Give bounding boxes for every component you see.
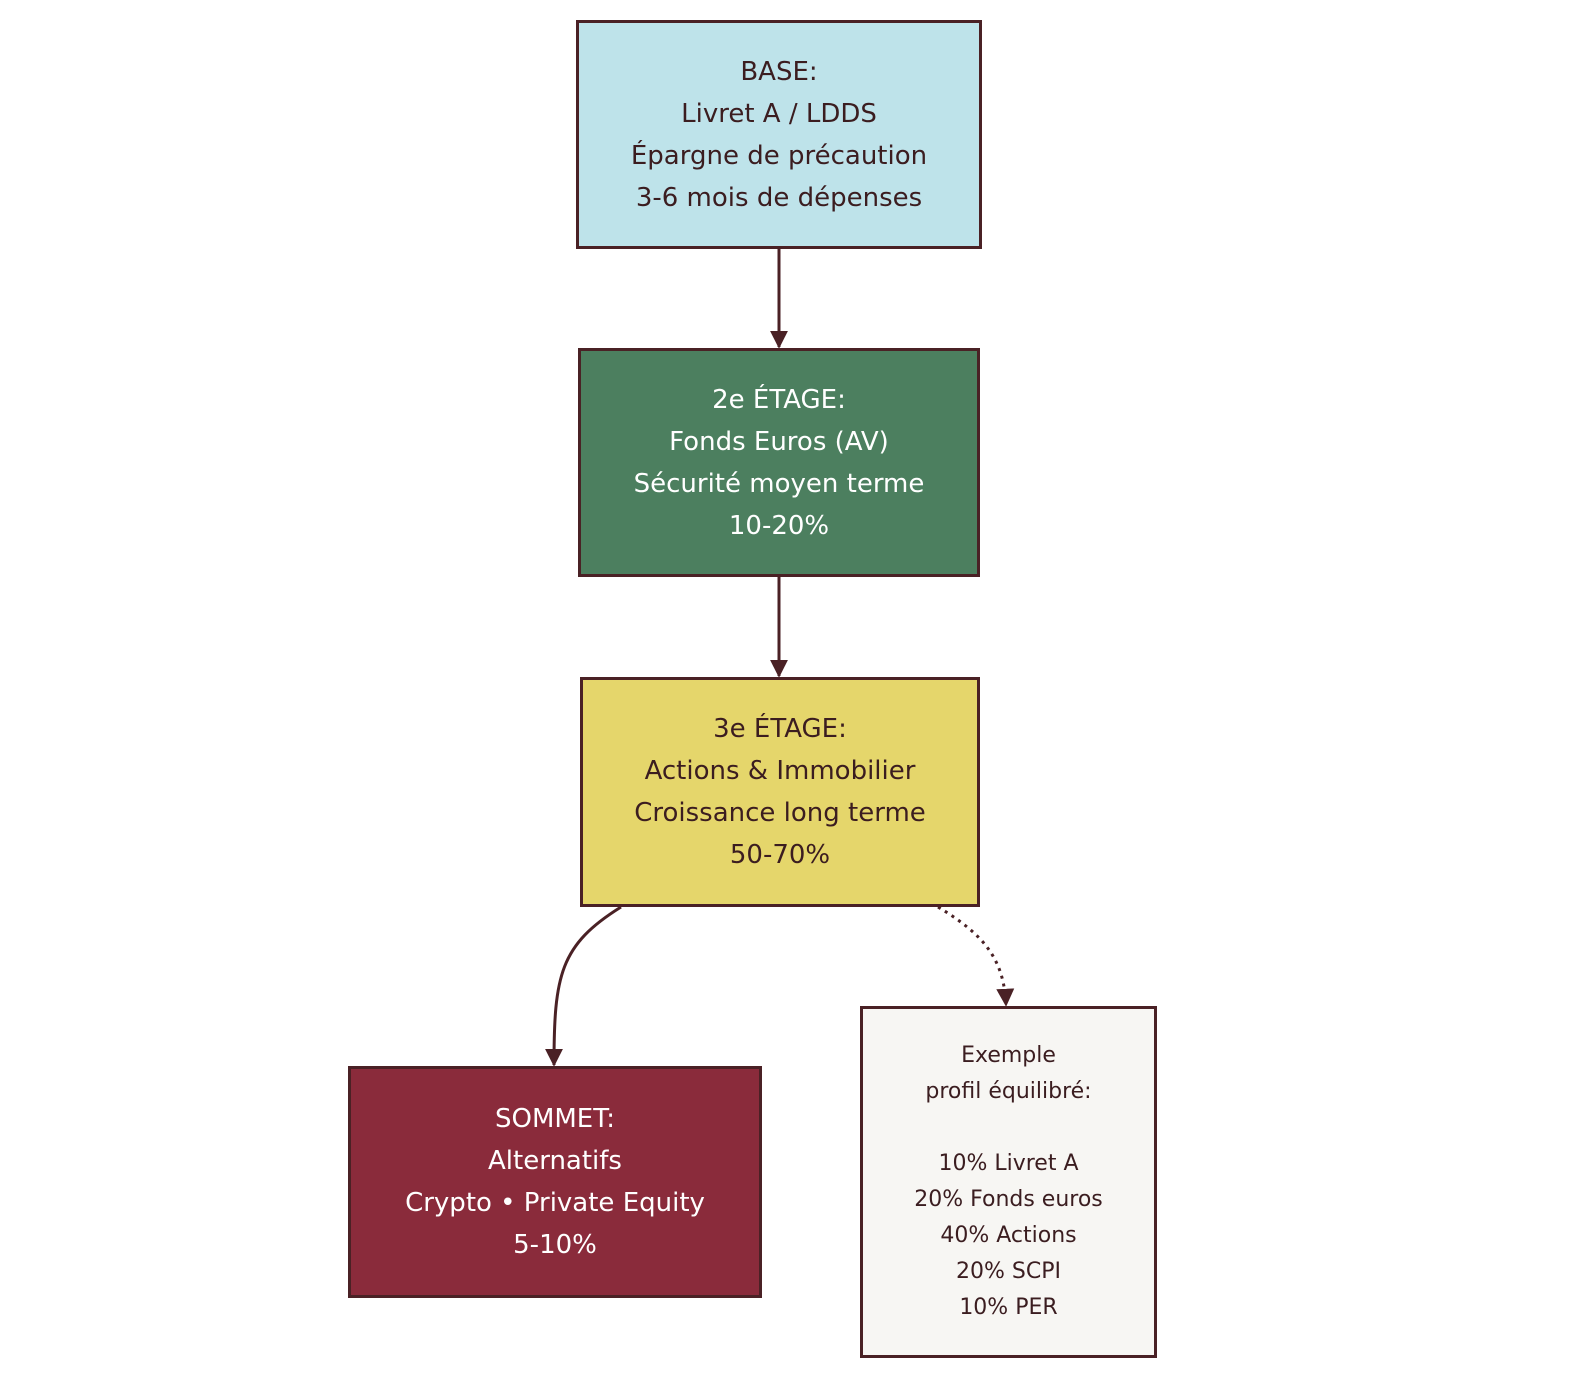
- node-example-line-4: 10% Livret A: [938, 1151, 1079, 1176]
- node-etage2-fonds-euros: 2e ÉTAGE: Fonds Euros (AV) Sécurité moye…: [578, 348, 980, 577]
- edge-etage3-to-sommet: [545, 905, 622, 1067]
- node-example-profil-equilibre: Exemple profil équilibré: 10% Livret A 2…: [860, 1006, 1157, 1358]
- node-sommet-alternatifs: SOMMET: Alternatifs Crypto • Private Equ…: [348, 1066, 762, 1298]
- node-etage2-line-4: 10-20%: [728, 510, 830, 541]
- node-example-line-2: profil équilibré:: [925, 1079, 1092, 1104]
- node-example-line-1: Exemple: [961, 1043, 1056, 1068]
- node-base-line-3: Épargne de précaution: [630, 140, 928, 171]
- node-example-line-5: 20% Fonds euros: [914, 1187, 1103, 1212]
- node-example-line-8: 10% PER: [959, 1295, 1058, 1320]
- node-base-line-4: 3-6 mois de dépenses: [635, 182, 923, 213]
- edge-etage3-to-example-dotted: [937, 905, 1015, 1007]
- node-base-line-2: Livret A / LDDS: [681, 98, 877, 129]
- node-sommet-line-3: Crypto • Private Equity: [405, 1188, 705, 1218]
- node-etage3-line-3: Croissance long terme: [634, 798, 926, 828]
- node-etage3-line-2: Actions & Immobilier: [644, 756, 916, 786]
- node-example-line-7: 20% SCPI: [956, 1259, 1061, 1284]
- node-sommet-line-1: SOMMET:: [494, 1104, 616, 1134]
- node-sommet-line-2: Alternatifs: [488, 1146, 622, 1176]
- node-etage3-actions-immobilier: 3e ÉTAGE: Actions & Immobilier Croissanc…: [580, 677, 980, 907]
- node-base-livret-a: BASE: Livret A / LDDS Épargne de précaut…: [576, 20, 982, 249]
- node-etage2-line-2: Fonds Euros (AV): [669, 426, 889, 457]
- node-sommet-line-4: 5-10%: [513, 1230, 597, 1260]
- node-example-line-6: 40% Actions: [940, 1223, 1077, 1248]
- node-etage3-line-4: 50-70%: [729, 840, 831, 870]
- node-etage2-line-1: 2e ÉTAGE:: [712, 384, 846, 415]
- node-etage3-line-1: 3e ÉTAGE:: [713, 714, 847, 744]
- node-etage2-line-3: Sécurité moyen terme: [633, 468, 925, 499]
- node-base-line-1: BASE:: [740, 56, 818, 87]
